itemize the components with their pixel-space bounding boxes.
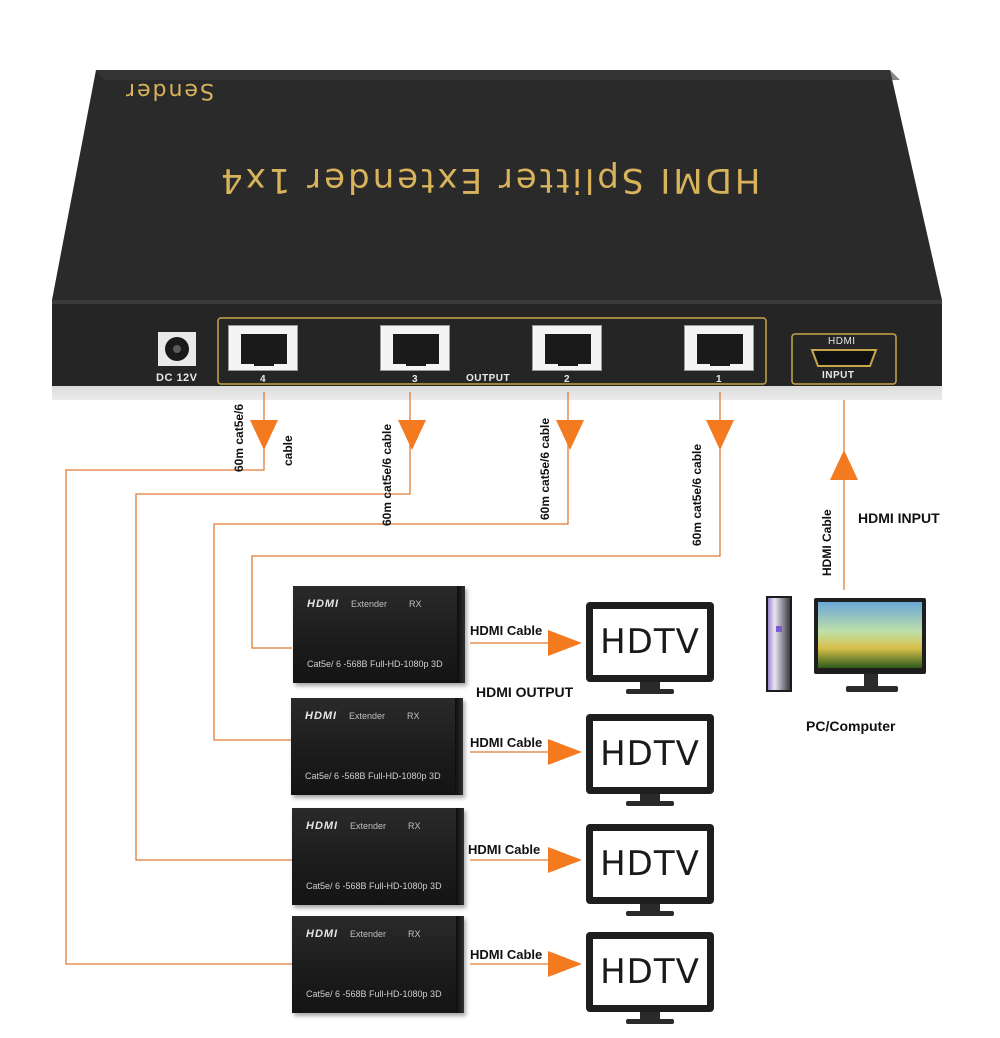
hdtv-screen-text: HDTV [600,844,700,884]
hdtv-screen-text: HDTV [600,952,700,992]
cable-label-port4-line2: cable [281,435,295,466]
receiver-3: HDMI Extender RX Cat5e/ 6 -568B Full-HD-… [292,808,464,905]
hdmi-cable-label-1: HDMI Cable [470,623,543,638]
receiver-rx-label: RX [408,929,421,939]
receiver-brand: HDMI [306,820,339,832]
cable-line-port3 [135,392,411,861]
cable-line-port2 [213,392,569,741]
hdtv-screen-text: HDTV [600,734,700,774]
receiver-4: HDMI Extender RX Cat5e/ 6 -568B Full-HD-… [292,916,464,1013]
receiver-brand: HDMI [306,928,339,940]
hdmi-cable-label-4: HDMI Cable [470,947,543,962]
hdmi-frame [791,333,897,385]
arrow-right-tv1 [548,630,582,656]
receiver-spec: Cat5e/ 6 -568B Full-HD-1080p 3D [306,989,442,999]
hdtv-screen-text: HDTV [600,622,700,662]
pc-label: PC/Computer [806,718,896,734]
hdtv-4: HDTV [586,932,714,1024]
rj45-port-3 [380,325,450,371]
port-number-3: 3 [412,374,418,385]
hdtv-1: HDTV [586,602,714,694]
power-label: DC 12V [156,372,198,384]
receiver-model: Extender [349,711,386,721]
cable-label-port3: 60m cat5e/6 cable [380,423,394,526]
receiver-model: Extender [350,929,387,939]
cable-label-hdmi-input: HDMI Cable [820,509,834,576]
sender-front-face [52,300,942,386]
hdmi-output-lines [470,642,560,965]
receiver-spec: Cat5e/ 6 -568B Full-HD-1080p 3D [305,771,441,781]
rj45-port-2 [532,325,602,371]
rj45-port-4 [228,325,298,371]
receiver-rx-label: RX [407,711,420,721]
receiver-brand: HDMI [307,598,340,610]
sender-top-highlight [96,70,900,80]
cable-label-port2: 60m cat5e/6 cable [538,417,552,520]
hdmi-port-shape [810,349,878,367]
receiver-spec: Cat5e/ 6 -568B Full-HD-1080p 3D [306,881,442,891]
arrow-right-tv2 [548,739,582,765]
output-frame [217,317,767,385]
sender-top-face [52,70,942,300]
input-label: INPUT [822,370,855,381]
hdmi-cable-label-3: HDMI Cable [468,842,541,857]
sender-unit [52,70,942,400]
port-number-2: 2 [564,374,570,385]
cable-label-port1: 60m cat5e/6 cable [690,443,704,546]
hdmi-cable-label-2: HDMI Cable [470,735,543,750]
hdtv-3: HDTV [586,824,714,916]
arrow-right-tv3 [548,847,582,873]
cable-line-port4 [65,392,292,965]
hdmi-output-label: HDMI OUTPUT [476,684,574,700]
cable-line-port1 [251,392,721,649]
arrow-down-port1 [706,420,734,450]
receiver-rx-label: RX [408,821,421,831]
receiver-model: Extender [350,821,387,831]
receiver-model: Extender [351,599,388,609]
rj45-port-1 [684,325,754,371]
arrow-right-tv4 [548,951,582,977]
port-number-1: 1 [716,374,722,385]
arrow-down-port4 [250,420,278,450]
receiver-rx-label: RX [409,599,422,609]
pc-computer-icon [766,596,926,692]
arrow-down-port2 [556,420,584,450]
receiver-1: HDMI Extender RX Cat5e/ 6 -568B Full-HD-… [293,586,465,683]
pc-screen [818,602,922,668]
receiver-brand: HDMI [305,710,338,722]
receiver-spec: Cat5e/ 6 -568B Full-HD-1080p 3D [307,659,443,669]
sender-front-edge [52,300,942,304]
cable-label-port4-line1: 60m cat5e/6 [232,403,246,472]
hdmi-input-label: HDMI INPUT [858,510,940,526]
hdmi-port-label: HDMI [828,336,856,347]
dc-jack-pin [173,345,181,353]
arrow-down-port3 [398,420,426,450]
receiver-2: HDMI Extender RX Cat5e/ 6 -568B Full-HD-… [291,698,463,795]
hdtv-2: HDTV [586,714,714,806]
output-label: OUTPUT [466,373,511,384]
arrow-up-hdmi-input [830,450,858,480]
port-number-4: 4 [260,374,266,385]
